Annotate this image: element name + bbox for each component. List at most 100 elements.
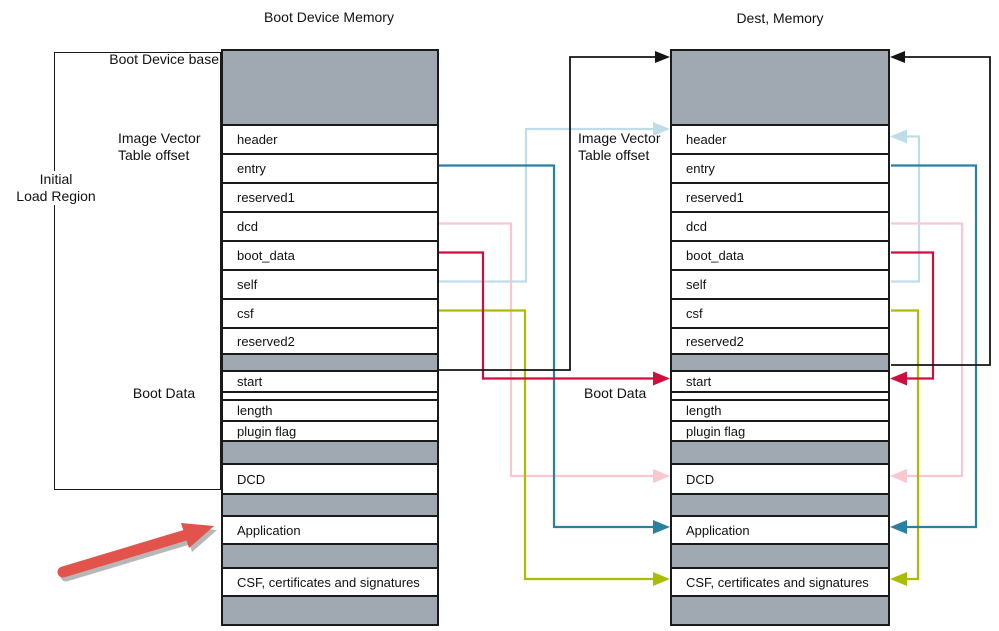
application-pointer-arrow-shadow	[60, 527, 217, 582]
boot-device-row-label-reserved2: reserved2	[237, 333, 295, 349]
dest-row-label-plugin_flag: plugin flag	[686, 423, 746, 439]
boot-device-row-label-start: start	[237, 374, 263, 389]
boot-device-row-spacer3	[223, 493, 437, 515]
dest-row-self: self	[672, 269, 888, 298]
dest-row-label-csf_region: CSF, certificates and signatures	[686, 574, 869, 590]
arrow-start-to-base-right-head	[890, 51, 905, 63]
boot-device-row-dcd_region: DCD	[223, 463, 437, 493]
boot-device-row-reserved1: reserved1	[223, 182, 437, 211]
boot-device-row-length: length	[223, 399, 437, 420]
boot-device-row-entry: entry	[223, 153, 437, 182]
boot-device-row-label-self: self	[237, 277, 258, 292]
boot-device-row-header: header	[223, 124, 437, 153]
boot-device-row-boot_data: boot_data	[223, 240, 437, 269]
boot-device-row-label-reserved1: reserved1	[237, 190, 295, 205]
arrow-start-to-base-left-line	[439, 56, 657, 371]
arrow-entry-to-application-left-head	[653, 520, 670, 534]
arrow-entry-to-application-right-head	[890, 520, 907, 534]
dest-row-label-dcd_region: DCD	[686, 471, 715, 487]
boot-device-row-label-csf: csf	[237, 306, 254, 321]
dest-row-label-dcd: dcd	[686, 219, 707, 234]
boot-device-row-spacer4	[223, 543, 437, 567]
arrow-pink-dcd-to-dcd-left-line	[439, 222, 655, 478]
arrow-bootdata-to-start-left-head	[653, 371, 670, 386]
dest-row-dcd: dcd	[672, 211, 888, 240]
boot-device-row-label-application: Application	[237, 522, 301, 538]
initial-load-region-bracket	[54, 52, 221, 490]
arrow-csf-to-csf-right-head	[890, 572, 907, 586]
boot-device-row-label-dcd: dcd	[237, 219, 258, 234]
ivt-offset-label-left-line1: Image Vector	[118, 130, 201, 146]
boot-device-row-application: Application	[223, 515, 437, 543]
boot-device-row-reserved2: reserved2	[223, 327, 437, 353]
dest-row-label-length: length	[686, 403, 722, 418]
dest-row-label-csf: csf	[686, 306, 703, 321]
arrow-pink-dcd-to-dcd-right-head	[890, 469, 907, 483]
arrow-entry-to-application-right-line	[891, 164, 978, 529]
arrow-self-to-header-right-line	[891, 135, 921, 283]
arrow-csf-to-csf-right-line	[891, 309, 920, 581]
dest-row-label-self: self	[686, 277, 707, 292]
arrow-csf-to-csf-left-head	[653, 572, 670, 586]
boot-device-row-csf: csf	[223, 298, 437, 327]
arrow-csf-to-csf-left-line	[439, 309, 655, 581]
dest-row-application: Application	[672, 515, 888, 543]
dest-row-label-reserved2: reserved2	[686, 333, 744, 349]
dest-row-csf_region: CSF, certificates and signatures	[672, 567, 888, 595]
dest-row-start: start	[672, 370, 888, 391]
boot-device-row-bottom	[223, 595, 437, 624]
boot-data-label-left: Boot Data	[132, 385, 196, 401]
arrow-self-to-header-right-head	[890, 129, 907, 144]
dest-row-label-application: Application	[686, 522, 750, 538]
dest-row-label-reserved1: reserved1	[686, 190, 744, 205]
boot-device-row-label-length: length	[237, 403, 273, 418]
dest-row-spacer1	[672, 353, 888, 370]
boot-device-row-spacer2	[223, 440, 437, 463]
dest-row-entry: entry	[672, 153, 888, 182]
dest-row-base	[672, 51, 888, 124]
ivt-offset-label-left: Image Vector Table offset	[118, 130, 201, 164]
dest-row-reserved1: reserved1	[672, 182, 888, 211]
arrow-pink-dcd-to-dcd-right-line	[891, 222, 964, 478]
dest-row-header: header	[672, 124, 888, 153]
dest-row-csf: csf	[672, 298, 888, 327]
arrow-bootdata-to-start-right-line	[891, 251, 935, 380]
dest-row-boot_data: boot_data	[672, 240, 888, 269]
boot-device-row-label-boot_data: boot_data	[237, 248, 295, 263]
boot-device-row-label-plugin_flag: plugin flag	[237, 423, 297, 439]
dest-row-label-header: header	[686, 132, 727, 147]
boot-device-row-label-csf_region: CSF, certificates and signatures	[237, 574, 420, 590]
arrow-start-to-base-right-line	[891, 56, 991, 366]
boot-device-row-base	[223, 51, 437, 124]
dest-row-spacer3	[672, 493, 888, 515]
arrow-pink-dcd-to-dcd-left-head	[653, 469, 670, 483]
dest-row-sliver	[672, 391, 888, 399]
ivt-offset-label-mid-line2: Table offset	[578, 147, 650, 163]
boot-device-row-plugin_flag: plugin flag	[223, 420, 437, 440]
dest-row-spacer2	[672, 440, 888, 463]
arrow-start-to-base-left-head	[655, 51, 670, 63]
boot-device-row-start: start	[223, 370, 437, 391]
boot-device-row-dcd: dcd	[223, 211, 437, 240]
application-pointer-arrow	[57, 523, 214, 578]
boot-device-row-label-dcd_region: DCD	[237, 471, 266, 487]
boot-data-label-mid: Boot Data	[584, 385, 647, 401]
boot-device-base-label: Boot Device base	[109, 51, 219, 67]
dest-row-label-start: start	[686, 374, 712, 389]
left-table-title: Boot Device Memory	[264, 9, 394, 25]
dest-row-label-entry: entry	[686, 161, 715, 176]
ivt-offset-label-mid-line1: Image Vector	[578, 130, 661, 146]
dest-row-label-boot_data: boot_data	[686, 248, 744, 263]
ivt-offset-label-mid: Image Vector Table offset	[578, 130, 661, 164]
boot-device-row-sliver	[223, 391, 437, 399]
boot-device-row-csf_region: CSF, certificates and signatures	[223, 567, 437, 595]
boot-device-row-label-entry: entry	[237, 161, 266, 176]
dest-row-length: length	[672, 399, 888, 420]
arrow-entry-to-application-left-line	[439, 164, 655, 529]
arrow-bootdata-to-start-left-line	[439, 251, 655, 380]
dest-row-bottom	[672, 595, 888, 624]
right-table-title: Dest, Memory	[736, 10, 824, 26]
